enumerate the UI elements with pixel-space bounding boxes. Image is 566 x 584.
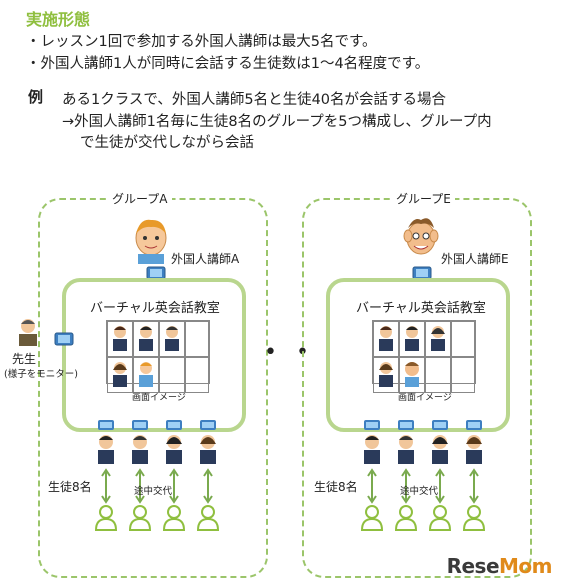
teacher-e-label: 外国人講師E <box>441 252 509 266</box>
screen-cell <box>399 357 425 393</box>
bullet-students-per-teacher: ・外国人講師1人が同時に会話する生徒数は1～4名程度です。 <box>26 56 430 72</box>
students-a-row <box>94 420 220 531</box>
student-e-3 <box>428 420 452 531</box>
screen-cell <box>425 357 451 393</box>
classroom-e-title: バーチャル英会話教室 <box>356 301 486 316</box>
example-line-2: →外国人講師1名毎に生徒8名のグループを5つ構成し、グループ内 <box>62 114 492 130</box>
screen-cell <box>451 357 475 393</box>
screen-cell <box>159 321 185 357</box>
students-e-row <box>360 420 486 531</box>
screen-cell <box>107 357 133 393</box>
teacher-a-avatar <box>135 219 167 264</box>
logo-part-1: Rese <box>446 554 500 578</box>
classroom-a-title: バーチャル英会話教室 <box>90 301 220 316</box>
screen-cell <box>159 357 185 393</box>
classroom-a <box>62 278 246 432</box>
screen-cell <box>399 321 425 357</box>
students-e-label: 生徒8名 <box>314 480 358 494</box>
student-e-2 <box>394 420 418 531</box>
group-e-label: グループE <box>392 190 455 207</box>
tablet-icon <box>146 266 166 280</box>
group-a-label: グループA <box>108 190 172 207</box>
observer-label: 先生 <box>12 352 37 366</box>
student-e-4 <box>462 420 486 531</box>
resemom-logo: ReseMom <box>446 554 553 578</box>
student-e-1 <box>360 420 384 531</box>
student-a-2 <box>128 420 152 531</box>
student-a-1 <box>94 420 118 531</box>
screen-cell <box>425 321 451 357</box>
screen-cell <box>185 321 209 357</box>
rotation-a-label: 途中交代 <box>134 486 173 497</box>
example-line-3: で生徒が交代しながら会話 <box>80 135 254 151</box>
screen-grid-a <box>106 320 210 393</box>
students-a-label: 生徒8名 <box>48 480 92 494</box>
observer-teacher-avatar <box>19 319 37 346</box>
observer-sublabel: (様子をモニター) <box>4 369 78 380</box>
screen-grid-e <box>372 320 476 393</box>
tablet-icon <box>54 332 74 346</box>
student-a-3 <box>162 420 186 531</box>
logo-part-2: Mom <box>499 554 552 578</box>
screen-cell <box>133 357 159 393</box>
classroom-e <box>326 278 510 432</box>
teacher-e-avatar <box>403 218 439 255</box>
screen-cell <box>373 357 399 393</box>
screen-caption-a: 画面イメージ <box>132 393 186 403</box>
screen-cell <box>373 321 399 357</box>
screen-cell <box>451 321 475 357</box>
student-a-4 <box>196 420 220 531</box>
rotation-e-label: 途中交代 <box>400 486 439 497</box>
screen-cell <box>133 321 159 357</box>
bullet-max-teachers: ・レッスン1回で参加する外国人講師は最大5名です。 <box>26 34 377 50</box>
screen-caption-e: 画面イメージ <box>398 393 452 403</box>
teacher-a-label: 外国人講師A <box>171 252 240 266</box>
section-heading: 実施形態 <box>26 10 91 29</box>
screen-cell <box>185 357 209 393</box>
screen-cell <box>107 321 133 357</box>
example-tag: 例 <box>28 88 44 106</box>
example-line-1: ある1クラスで、外国人講師5名と生徒40名が会話する場合 <box>62 92 447 108</box>
